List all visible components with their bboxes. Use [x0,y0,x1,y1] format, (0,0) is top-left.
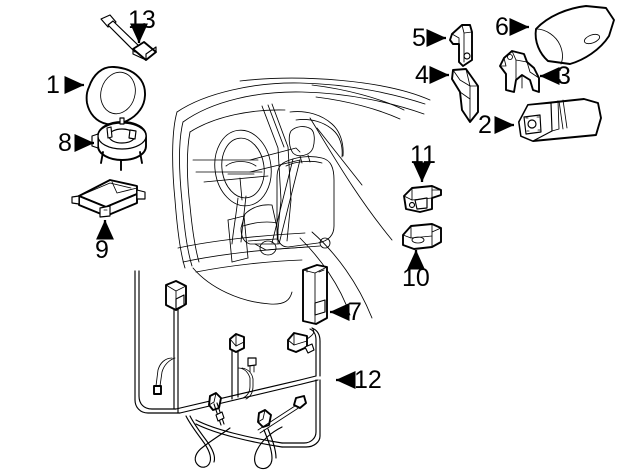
callout-label-8: 8 [58,129,72,157]
callout-label-13: 13 [128,6,156,34]
callout-label-3: 3 [557,62,571,90]
callout-label-2: 2 [478,111,492,139]
callout-label-5: 5 [412,24,426,52]
vehicle-body-outline [172,77,431,319]
steering-wheel [214,129,272,245]
part-3-shape [499,50,540,93]
callout-label-6: 6 [495,13,509,41]
callout-label-9: 9 [95,236,109,264]
part-1-shape [85,66,146,126]
part-12-shape [134,270,321,470]
part-11-shape [403,185,442,213]
callout-label-10: 10 [402,264,430,292]
part-10-shape [402,223,442,250]
part-8-shape [91,117,147,171]
callout-label-11: 11 [410,141,436,169]
callout-label-1: 1 [46,71,60,99]
callout-label-4: 4 [415,61,429,89]
part-9-shape [71,179,146,218]
callout-label-12: 12 [354,366,382,394]
callout-label-7: 7 [348,298,362,326]
part-5-shape [449,24,473,67]
part-6-shape [534,5,615,65]
front-seat [240,126,335,256]
part-7-shape [302,264,328,325]
part-2-shape [518,98,602,142]
part-13-shape [100,14,157,61]
leader-lines [64,18,560,389]
part-4-shape [451,68,479,123]
